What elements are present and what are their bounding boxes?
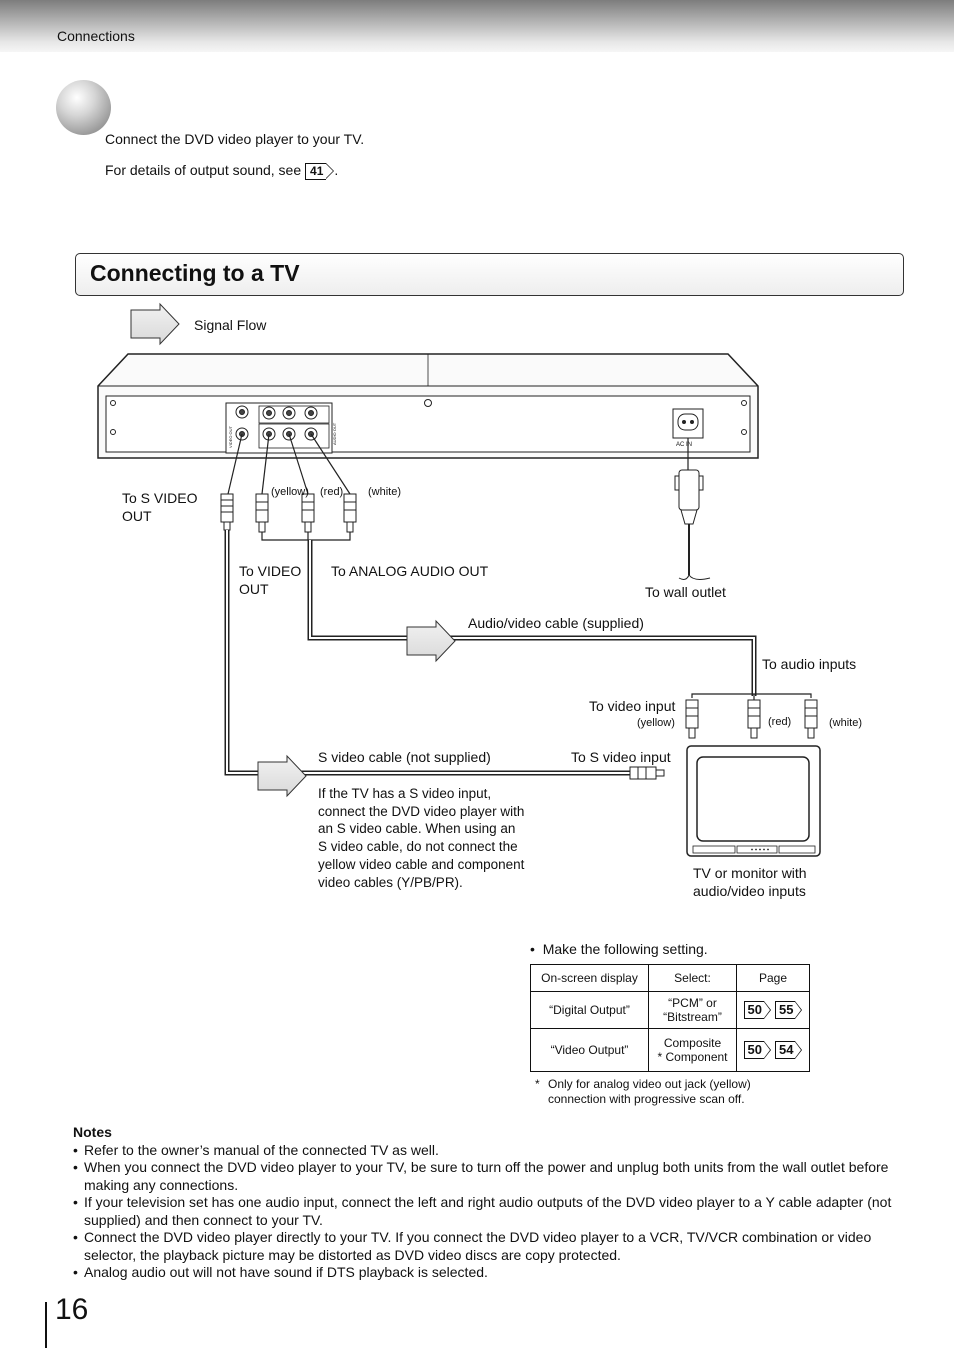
setting-instruction-text: Make the following setting. [542,941,708,957]
table-row: “Digital Output” “PCM” or “Bitstream” 50… [530,991,810,1029]
section-title: Connecting to a TV [90,260,300,286]
select-line-1: Composite [663,1036,722,1050]
page-ref-41: 41 [305,162,335,180]
details-prefix: For details of output sound, see [105,162,302,178]
setting-instruction: • Make the following setting. [530,941,708,957]
footnote-line-2: connection with progressive scan off. [548,1092,745,1106]
note-item: Refer to the owner’s manual of the conne… [73,1142,903,1160]
ac-inlet [677,413,699,431]
table-cell-display: “Digital Output” [530,991,649,1029]
yellow-plug-icon [255,493,269,533]
svideo-note-line-5: yellow video cable and component [318,857,525,872]
page-ref-box: 50 [743,1041,772,1059]
dvd-player-rear-panel: VIDEO OUT AUDIO OUT AC IN [97,353,759,459]
footnote-text: Only for analog video out jack (yellow) … [548,1077,808,1107]
tv-red-plug-icon [747,699,761,739]
page-ref-box: 54 [775,1041,804,1059]
footnote-line-1: Only for analog video out jack (yellow) [548,1077,751,1091]
tv-caption-line-1: TV or monitor with [693,865,807,881]
to-video-input-label: To video input [589,698,676,714]
to-analog-audio-out-label: To ANALOG AUDIO OUT [331,563,489,579]
notes-title: Notes [73,1124,112,1140]
select-line-2: * Component [657,1050,728,1064]
signal-flow-label: Signal Flow [194,317,267,333]
table-header-display: On-screen display [530,964,649,992]
tv-white-label: (white) [829,717,862,729]
tv-caption-line-2: audio/video inputs [693,883,806,899]
ac-in-label: AC IN [676,442,692,448]
panel-audio-out-label: AUDIO OUT [332,422,337,445]
svideo-flow-arrow-icon [257,754,307,798]
section-header-label: Connections [57,28,135,44]
to-video-out-label-2: OUT [239,581,269,597]
settings-table: On-screen display Select: Page “Digital … [530,964,810,1072]
av-flow-arrow-icon [406,619,456,663]
intro-text: Connect the DVD video player to your TV. [105,131,365,147]
table-cell-display: “Video Output” [530,1028,649,1072]
page-number: 16 [55,1293,89,1326]
red-plug-icon [301,493,315,533]
panel-video-out-label: VIDEO OUT [228,425,233,448]
svideo-note-line-4: S video cable, do not connect the [318,839,518,854]
power-plug-icon [674,438,711,580]
svideo-note-line-3: an S video cable. When using an [318,821,515,836]
note-item: If your television set has one audio inp… [73,1194,903,1229]
to-svideo-out-label-2: OUT [122,508,152,524]
to-svideo-out-label-1: To S VIDEO [122,490,198,506]
to-audio-inputs-label: To audio inputs [762,656,856,672]
to-video-out-label-1: To VIDEO [239,563,301,579]
header-bar [0,0,954,52]
page-ref-box: 50 [743,1001,772,1019]
table-cell-select: Composite * Component [648,1028,737,1072]
yellow-label: (yellow) [271,486,309,498]
to-svideo-input-label: To S video input [571,749,671,765]
details-text: For details of output sound, see 41. [105,162,338,180]
signal-flow-arrow-icon [130,302,180,346]
table-header-select: Select: [648,964,737,992]
page-number-rule [45,1302,47,1348]
svideo-cable-label: S video cable (not supplied) [318,749,491,765]
connection-diagram: Signal Flow VIDEO OUT AUDIO OUT [97,302,862,899]
notes-section: Notes Refer to the owner’s manual of the… [73,1124,903,1282]
page-ref-box: 55 [775,1001,804,1019]
details-suffix: . [334,162,339,178]
note-item: Connect the DVD video player directly to… [73,1229,903,1264]
red-label: (red) [320,486,343,498]
note-item: When you connect the DVD video player to… [73,1159,903,1194]
tv-red-label: (red) [768,716,791,728]
tv-svideo-plug-icon [629,766,665,780]
table-cell-select: “PCM” or “Bitstream” [648,991,737,1029]
white-label: (white) [368,486,401,498]
svideo-note-line-6: video cables (Y/PB/PR). [318,875,463,890]
tv-yellow-plug-icon [685,699,699,739]
svideo-plug-icon [220,493,234,531]
table-header-row: On-screen display Select: Page [530,964,810,992]
footnote-mark: * [535,1077,540,1091]
note-item: Analog audio out will not have sound if … [73,1264,903,1282]
table-header-page: Page [736,964,810,992]
section-title-box: Connecting to a TV [75,253,904,296]
svideo-note-line-1: If the TV has a S video input, [318,786,491,801]
white-plug-icon [343,493,357,533]
to-wall-outlet-label: To wall outlet [645,584,726,600]
step-sphere-icon [56,80,111,135]
tv-yellow-label: (yellow) [637,717,675,729]
svideo-note-line-2: connect the DVD video player with [318,804,524,819]
av-cable-label: Audio/video cable (supplied) [468,615,644,631]
tv-white-plug-icon [804,699,818,739]
tv-monitor-icon [686,745,821,857]
select-line-1: “PCM” or [668,996,717,1010]
select-line-2: “Bitstream” [663,1010,722,1024]
